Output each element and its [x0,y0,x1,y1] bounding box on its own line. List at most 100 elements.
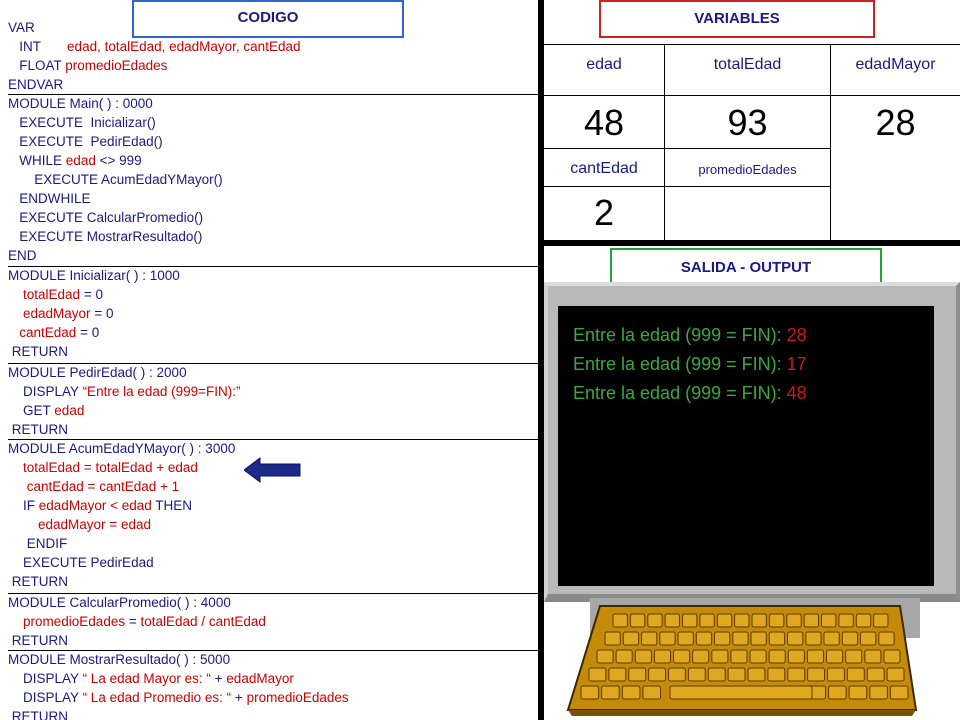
code-line: EXECUTE MostrarResultado() [19,229,203,244]
output-line: Entre la edad (999 = FIN): 28 [573,325,807,345]
keyboard-key [727,667,746,682]
module-header: MODULE AcumEdadYMayor( ) : 3000 [8,441,236,456]
keyboard-key [751,613,767,628]
code-line: RETURN [11,574,69,589]
keyboard-key [664,613,680,628]
keyboard-key [580,685,600,700]
keyboard-key [787,649,805,664]
keyboard-key [668,667,686,682]
keyboard-key [786,613,802,628]
module-pedir-edad: MODULE PedirEdad( ) : 2000 DISPLAY “Entr… [8,363,540,439]
grid-line [544,148,830,149]
module-header: MODULE Main( ) : 0000 [8,96,153,111]
code-line: EXECUTE PedirEdad [23,555,154,570]
var-name-total-edad: totalEdad [713,56,782,73]
keyboard-key [730,649,748,664]
code-panel: VAR INT edad, totalEdad, edadMayor, cant… [8,18,540,720]
keyboard-key [823,631,840,646]
keyboard-key [889,685,909,700]
keyboard-key [787,631,804,646]
keyboard-key [682,613,698,628]
code-line: RETURN [11,709,69,720]
keyboard-key [687,667,706,682]
code-line: DISPLAY “Entre la edad (999=FIN):” [23,384,241,399]
code-panel-title: CODIGO [132,0,404,38]
keyboard-key [855,613,872,628]
panel-divider [544,240,960,246]
keyboard-key [821,613,837,628]
code-line: GET edad [23,403,85,418]
code-line: promedioEdades = totalEdad / cantEdad [23,614,266,629]
section-divider [8,363,540,364]
output-lines: Entre la edad (999 = FIN): 28 Entre la e… [558,321,934,408]
keyboard-key [883,649,901,664]
grid-line [830,44,831,240]
keyboard-key [711,649,729,664]
section-divider [8,439,540,440]
code-line: RETURN [11,633,69,648]
code-line: FLOAT promedioEdades [19,58,168,73]
code-line: IF edadMayor < edad THEN [23,498,193,513]
keyboard-key [732,631,749,646]
code-line: edadMayor = 0 [23,306,114,321]
arrow-left-icon [244,457,301,483]
output-screen: Entre la edad (999 = FIN): 28 Entre la e… [558,306,934,586]
keyboard-key [604,631,621,646]
section-divider [8,593,540,594]
variables-table: edad totalEdad edadMayor 48 93 28 cantEd… [544,44,960,242]
keyboard-key [807,667,826,682]
code-line: END [8,248,37,263]
keyboard-key [841,631,859,646]
var-name-promedio-edades: promedioEdades [698,162,797,177]
keyboard-key [846,667,865,682]
module-main: MODULE Main( ) : 0000 EXECUTE Inicializa… [8,94,540,265]
keyboard-key [699,613,715,628]
keyboard-key [768,631,786,646]
module-inicializar: MODULE Inicializar( ) : 1000 totalEdad =… [8,266,540,361]
keyboard-key [714,631,731,646]
output-panel-title: SALIDA - OUTPUT [610,248,882,288]
section-divider [8,650,540,651]
code-line: EXECUTE CalcularPromedio() [19,210,204,225]
keyboard-key [886,667,905,682]
keyboard-key [673,649,691,664]
keyboard-key [869,685,888,700]
code-line: DISPLAY “ La edad Mayor es: “ + edadMayo… [23,671,294,686]
keyboard-key [659,631,676,646]
keyboard-key [588,667,607,682]
code-line: VAR [8,20,35,35]
code-line: RETURN [11,344,69,359]
grid-line [664,44,665,240]
keyboard-key [768,613,785,628]
section-divider [8,94,540,95]
var-name-edad-mayor: edadMayor [855,56,936,73]
module-mostrar-resultado: MODULE MostrarResultado( ) : 5000 DISPLA… [8,650,540,720]
output-line: Entre la edad (999 = FIN): 48 [573,383,807,403]
keyboard-key [750,631,767,646]
keyboard-key [828,685,847,700]
module-header: MODULE MostrarResultado( ) : 5000 [8,652,231,667]
keyboard-key [805,631,822,646]
keyboard-key [803,613,820,628]
keyboard-key [866,667,885,682]
var-declaration-section: VAR INT edad, totalEdad, edadMayor, cant… [8,18,540,94]
keyboard-icon [560,600,920,718]
code-line: cantEdad = cantEdad + 1 [26,479,180,494]
keyboard-key [601,685,620,700]
code-line: RETURN [11,422,69,437]
keyboard-key [749,649,767,664]
code-line: EXECUTE PedirEdad() [19,134,163,149]
grid-line [544,186,830,187]
keyboard-key [647,613,663,628]
keyboard-key [596,649,614,664]
keyboard-key [848,685,868,700]
code-line: ENDWHILE [19,191,91,206]
module-header: MODULE PedirEdad( ) : 2000 [8,365,187,380]
keyboard-key [692,649,710,664]
module-calcular-promedio: MODULE CalcularPromedio( ) : 4000 promed… [8,593,540,650]
section-divider [8,266,540,267]
keyboard-key [768,649,786,664]
var-value-cant-edad: 2 [593,192,615,233]
code-line: INT edad, totalEdad, edadMayor, cantEdad [19,39,301,54]
var-name-edad: edad [586,56,622,73]
